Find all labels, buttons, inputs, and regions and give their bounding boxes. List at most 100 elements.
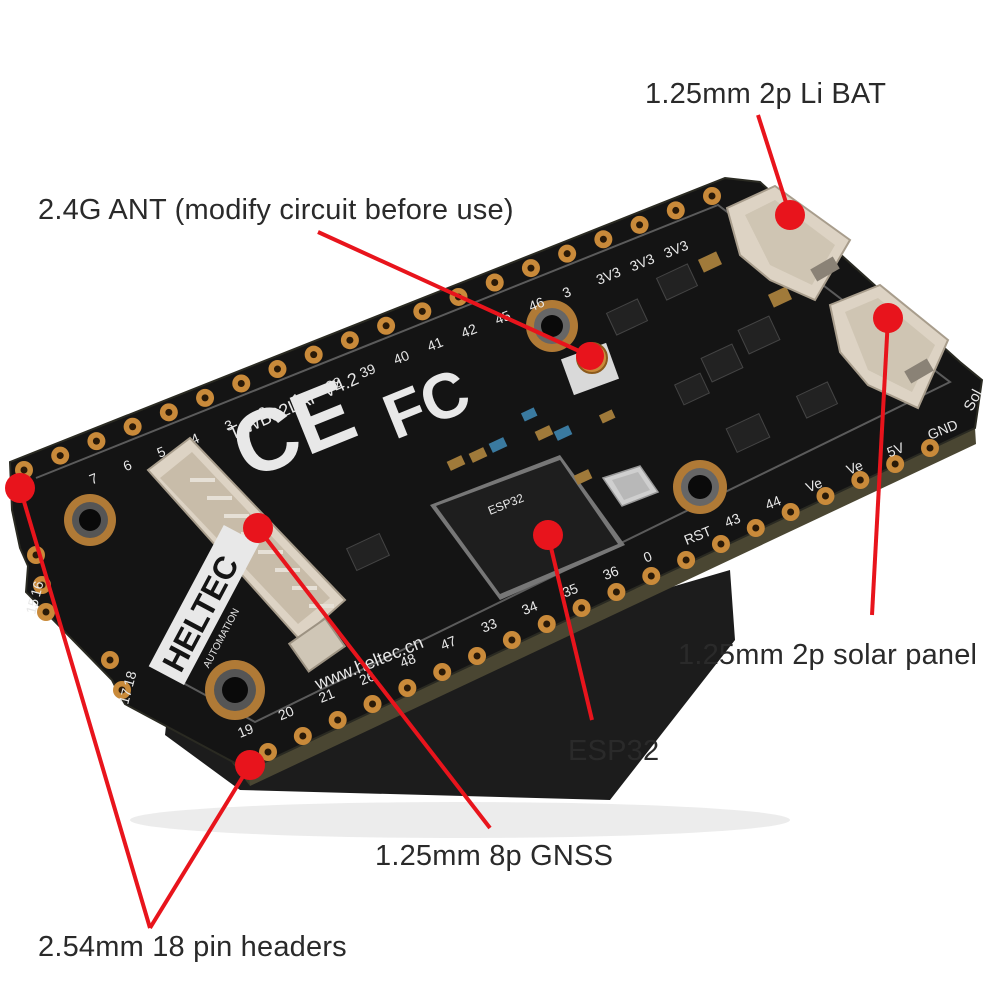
mounting-hole bbox=[64, 494, 116, 546]
header-pad bbox=[293, 727, 312, 745]
pins-left-labels: 15 16 bbox=[22, 579, 46, 616]
pin-label-bottom: 33 bbox=[479, 615, 500, 636]
callout-dot-antenna bbox=[576, 342, 604, 370]
header-pad bbox=[340, 331, 359, 350]
header-pad bbox=[607, 583, 626, 601]
header-pad bbox=[521, 259, 540, 278]
pin-label-bottom: 21 bbox=[316, 685, 337, 706]
pin-label-left: 17 bbox=[115, 686, 135, 705]
pin-label-bottom: 19 bbox=[235, 720, 256, 741]
pin-label-left: 15 bbox=[22, 596, 42, 615]
callout-dot-headers-right bbox=[235, 750, 265, 780]
pin-label-bottom: 44 bbox=[763, 492, 784, 513]
callout-line-esp32 bbox=[546, 534, 594, 721]
floor-shadow bbox=[130, 802, 790, 838]
pin-label-top: 40 bbox=[391, 347, 412, 368]
callout-line-antenna bbox=[317, 230, 591, 358]
header-pad bbox=[816, 487, 835, 505]
header-pad bbox=[37, 603, 55, 621]
esp32-chip: ESP32 bbox=[430, 455, 625, 600]
header-pad bbox=[886, 455, 905, 473]
header-pad bbox=[677, 551, 696, 569]
mounting-hole bbox=[526, 300, 578, 352]
pin-label-bottom: 20 bbox=[276, 703, 297, 724]
header-pad bbox=[642, 567, 661, 585]
header-pad bbox=[921, 439, 939, 457]
pin-label-bottom: 5V bbox=[885, 439, 907, 460]
callout-line-solar bbox=[870, 317, 890, 616]
callout-antenna: 2.4G ANT (modify circuit before use) bbox=[38, 194, 514, 226]
pin-label-top: 38 bbox=[323, 374, 344, 395]
header-pad bbox=[413, 302, 432, 321]
pin-label-left: 16 bbox=[27, 579, 47, 598]
callout-lines bbox=[18, 114, 890, 930]
header-pad bbox=[159, 403, 178, 422]
header-pad bbox=[363, 695, 382, 713]
pin-label-top: 39 bbox=[357, 360, 378, 381]
pin-label-bottom: 43 bbox=[722, 510, 743, 531]
header-pad bbox=[666, 201, 685, 220]
power-components bbox=[345, 251, 839, 572]
callout-line-battery bbox=[756, 114, 792, 216]
header-pad bbox=[703, 187, 721, 205]
callout-dot-headers-left bbox=[5, 473, 35, 503]
header-pad bbox=[537, 615, 556, 633]
pin-label-bottom: 36 bbox=[600, 562, 621, 583]
callout-battery: 1.25mm 2p Li BAT bbox=[645, 78, 887, 110]
header-pad bbox=[259, 743, 277, 761]
header-pad bbox=[304, 345, 323, 364]
header-pad bbox=[51, 446, 70, 465]
header-pad bbox=[502, 631, 521, 649]
mounting-hole bbox=[673, 460, 727, 514]
callout-gnss: 1.25mm 8p GNSS bbox=[375, 840, 614, 872]
header-pad bbox=[468, 647, 487, 665]
header-pad bbox=[851, 471, 870, 489]
pin-label-left: 18 bbox=[120, 669, 140, 688]
header-pad bbox=[746, 519, 765, 537]
header-pad bbox=[781, 503, 800, 521]
callout-line-headers-right bbox=[148, 763, 252, 930]
callout-dot-esp32 bbox=[533, 520, 563, 550]
header-pad bbox=[101, 651, 119, 669]
header-pad bbox=[377, 316, 396, 335]
pin-label-bottom: 47 bbox=[438, 632, 459, 653]
header-pad bbox=[232, 374, 251, 393]
header-pad bbox=[398, 679, 417, 697]
pin-header-pads bbox=[15, 187, 939, 761]
pin-labels: 76543213839404142454633V33V33V3192021264… bbox=[87, 237, 960, 741]
callout-dots bbox=[5, 200, 903, 780]
pin-label-bottom: 34 bbox=[519, 597, 540, 618]
pins-left-labels-2: 17 18 bbox=[115, 669, 139, 706]
header-pad bbox=[268, 360, 287, 379]
solar-connector bbox=[828, 283, 950, 410]
mounting-holes bbox=[64, 300, 727, 720]
callout-solar: 1.25mm 2p solar panel bbox=[678, 639, 978, 671]
pin-label-bottom: Ve bbox=[844, 457, 865, 478]
callout-dot-gnss bbox=[243, 513, 273, 543]
pin-label-top: 46 bbox=[526, 294, 547, 315]
header-pad bbox=[485, 273, 504, 292]
header-pad bbox=[87, 432, 106, 451]
callout-line-headers-left bbox=[18, 487, 152, 929]
header-pad bbox=[113, 681, 131, 699]
pin-label-bottom: Ve bbox=[803, 474, 824, 495]
header-pad bbox=[630, 215, 649, 234]
pin-label-top: 42 bbox=[459, 320, 480, 341]
crystal bbox=[601, 465, 660, 507]
callout-dot-battery bbox=[775, 200, 805, 230]
header-pad bbox=[123, 417, 142, 436]
mounting-hole bbox=[205, 660, 265, 720]
pin-label-bottom: 48 bbox=[397, 650, 418, 671]
header-pad bbox=[572, 599, 591, 617]
callout-esp32: ESP32 bbox=[568, 735, 660, 767]
passive-components bbox=[446, 407, 616, 485]
pin-label-top: 41 bbox=[425, 334, 446, 355]
header-pad bbox=[196, 388, 215, 407]
callout-line-gnss bbox=[256, 526, 492, 830]
header-pad bbox=[594, 230, 613, 249]
header-pad bbox=[711, 535, 730, 553]
callout-dot-solar bbox=[873, 303, 903, 333]
pin-label-bottom: 35 bbox=[560, 580, 581, 601]
header-pad bbox=[558, 244, 577, 263]
